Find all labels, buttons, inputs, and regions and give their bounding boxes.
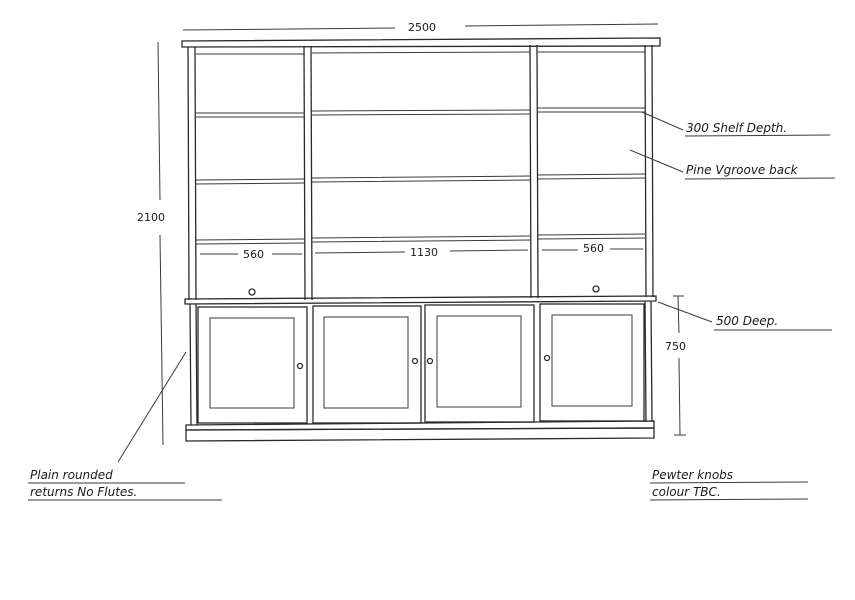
note-text: 300 Shelf Depth. xyxy=(686,121,787,135)
doors xyxy=(197,303,645,424)
base-height-dimension: 750 xyxy=(665,295,686,436)
note-text: returns No Flutes. xyxy=(30,485,137,499)
door xyxy=(312,305,422,424)
knob-icon xyxy=(296,362,304,370)
centre-bay-label: 1130 xyxy=(410,246,438,259)
door xyxy=(197,306,308,424)
base-carcass xyxy=(185,300,655,442)
left-bay-label: 560 xyxy=(243,248,264,261)
note-text: Pewter knobs xyxy=(652,468,733,482)
right-bay-label: 560 xyxy=(583,242,604,255)
height-label: 2100 xyxy=(137,211,165,224)
note-shelf-depth: 300 Shelf Depth. xyxy=(641,111,831,137)
door xyxy=(539,303,645,422)
width-dimension: 2500 xyxy=(182,21,659,34)
note-base-depth: 500 Deep. xyxy=(657,301,832,331)
knob-icon xyxy=(426,357,434,365)
height-dimension: 2100 xyxy=(137,41,165,446)
cornice xyxy=(181,37,661,48)
door xyxy=(424,304,535,423)
shelves xyxy=(195,107,646,245)
note-text: 500 Deep. xyxy=(716,314,778,328)
knob-icon xyxy=(592,285,600,293)
note-returns: Plain rounded returns No Flutes. xyxy=(28,351,222,501)
knob-icon xyxy=(248,288,256,296)
bay-dimensions: 560 1130 560 xyxy=(200,242,643,261)
width-label: 2500 xyxy=(408,21,436,34)
upper-carcass xyxy=(187,44,654,301)
note-back: Pine Vgroove back xyxy=(629,149,836,180)
note-text: Plain rounded xyxy=(30,468,113,482)
note-text: Pine Vgroove back xyxy=(686,163,799,177)
note-text: colour TBC. xyxy=(652,485,721,499)
note-knobs: Pewter knobs colour TBC. xyxy=(649,468,809,501)
knob-icon xyxy=(543,354,551,362)
knob-icon xyxy=(411,357,419,365)
base-height-label: 750 xyxy=(665,340,686,353)
worktop xyxy=(184,295,657,305)
